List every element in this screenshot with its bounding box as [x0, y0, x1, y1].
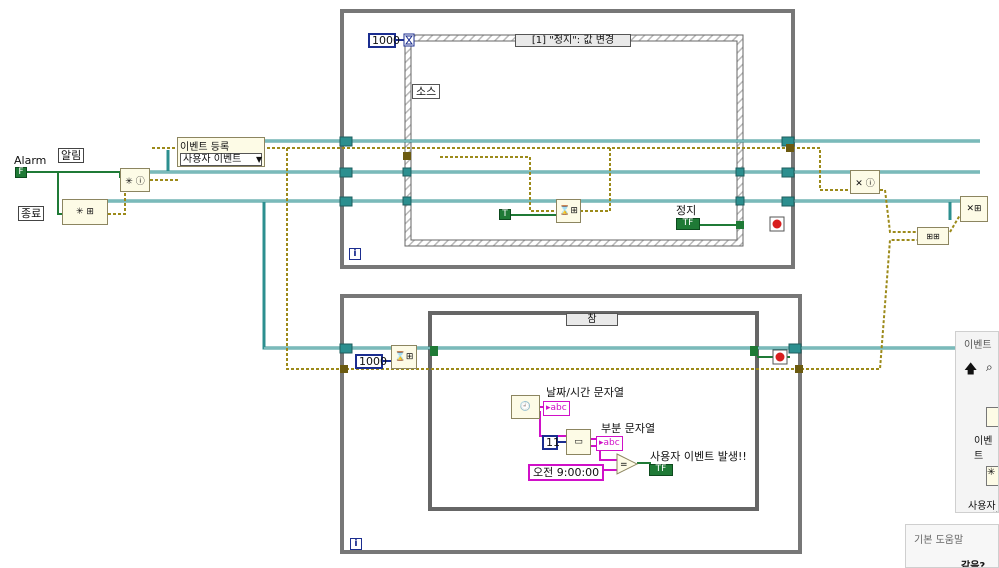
palette-item-label-2b: 생 — [991, 508, 998, 512]
datetime-string-indicator[interactable]: ▸abc — [543, 401, 570, 416]
user-event-selector[interactable]: 사용자 이벤트 — [180, 153, 262, 166]
register-events-node[interactable]: 이벤트 등록 사용자 이벤트 — [177, 137, 265, 167]
datetime-node[interactable]: 🕘 — [511, 395, 540, 419]
true-constant-top[interactable]: T — [499, 209, 511, 220]
alarm-false-constant[interactable]: F — [15, 167, 27, 178]
error-wire-top — [152, 147, 850, 191]
help-header: 기본 도움말 — [914, 535, 964, 546]
generate-event-node-top[interactable]: ⌛⊞ — [556, 199, 581, 223]
functions-palette-panel[interactable]: 이벤트 🡅 ⌕ 이벤트 ✳ 사용자 생 — [955, 331, 999, 513]
svg-text:=: = — [620, 460, 628, 470]
fired-tf-indicator[interactable]: TF — [649, 464, 673, 476]
help-text: 같음? — [961, 561, 986, 568]
event-case-selector[interactable]: [1] "정지": 값 변경 — [515, 34, 631, 47]
while-loop-bottom[interactable] — [340, 294, 802, 554]
alarm-kor-label[interactable]: 알림 — [58, 148, 85, 163]
palette-item-icon-2[interactable]: ✳ — [986, 466, 998, 486]
create-user-event-node[interactable]: ✳ ⊞ — [62, 199, 108, 225]
time-constant[interactable]: 오전 9:00:00 — [528, 464, 605, 481]
string-subset-node[interactable]: ▭ — [566, 429, 591, 455]
timeout-constant-bottom[interactable]: 1000 — [355, 354, 387, 369]
user-event-fired-label: 사용자 이벤트 발생!! — [650, 450, 747, 463]
iteration-terminal-top: i — [349, 248, 361, 260]
destroy-user-event-node[interactable]: ✕⊞ — [960, 196, 988, 222]
palette-search-icon[interactable]: ⌕ — [986, 360, 993, 374]
timeout-constant-top[interactable]: 1000 — [368, 33, 400, 48]
register-events-label: 이벤트 등록 — [180, 142, 230, 153]
unregister-events-node[interactable]: ✕ ⓘ — [850, 170, 880, 194]
substring-label: 부분 문자열 — [601, 422, 656, 435]
palette-item-label-1: 이벤트 — [974, 436, 993, 462]
iteration-terminal-bottom: i — [350, 538, 362, 550]
generate-user-event-node[interactable]: ✳ ⓘ — [120, 168, 150, 192]
stop-tf-indicator[interactable]: TF — [676, 218, 700, 230]
user-event-dropdown-icon[interactable]: ▼ — [256, 155, 263, 164]
source-node[interactable]: 소스 — [412, 84, 441, 99]
merge-errors-node[interactable]: ⊞⊞ — [917, 227, 949, 245]
substring-indicator[interactable]: ▸abc — [596, 436, 623, 451]
equal-comparator[interactable] — [616, 453, 639, 475]
case-true-selector[interactable]: 참 — [566, 313, 618, 326]
error-wire-bottom — [286, 148, 918, 370]
datetime-string-label: 날짜/시간 문자열 — [546, 386, 625, 399]
alarm-label: Alarm — [14, 154, 47, 167]
palette-item-icon-1[interactable] — [986, 407, 998, 427]
stop-kor-label[interactable]: 종료 — [18, 206, 45, 221]
offset-constant[interactable]: 11 — [542, 435, 560, 450]
palette-header: 이벤트 — [964, 340, 992, 351]
palette-up-icon[interactable]: 🡅 — [964, 362, 978, 377]
stop-label: 정지 — [676, 204, 697, 217]
generate-event-node-bottom[interactable]: ⌛⊞ — [391, 345, 417, 369]
context-help-panel[interactable]: 기본 도움말 같음? — [905, 524, 999, 568]
palette-item-label-2: 사용자 — [968, 501, 996, 512]
